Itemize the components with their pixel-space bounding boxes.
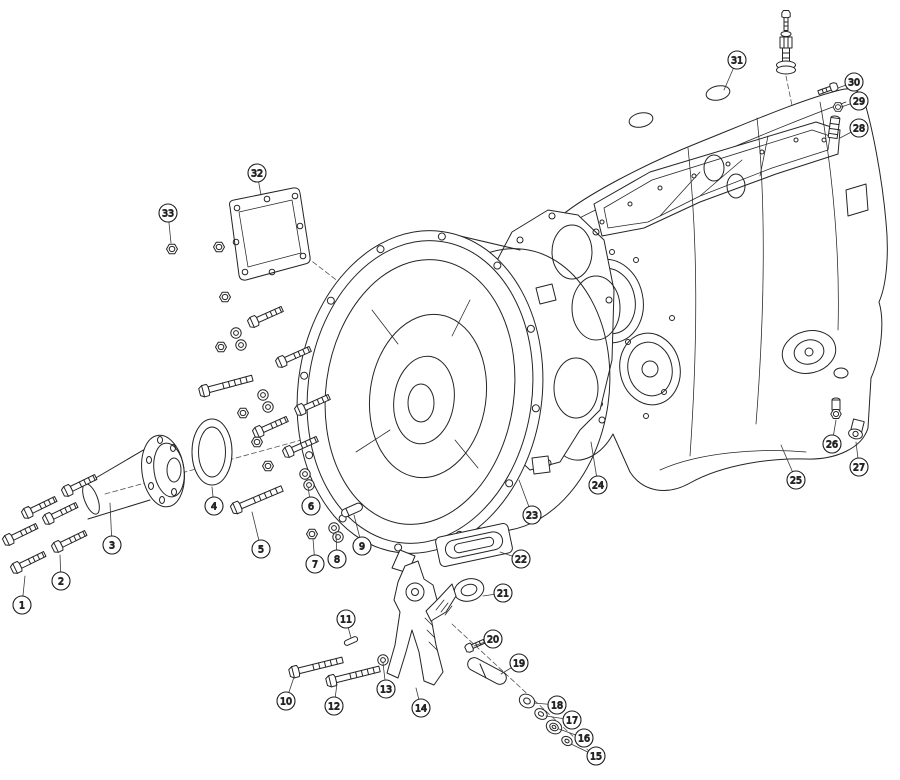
callout-label-24: 24: [592, 480, 604, 491]
callout-29: 29: [849, 91, 869, 111]
callout-label-7: 7: [312, 559, 318, 570]
callout-33: 33: [158, 203, 178, 223]
callout-15: 15: [586, 746, 606, 766]
callout-25: 25: [786, 470, 806, 490]
callout-label-18: 18: [551, 700, 563, 711]
callout-label-19: 19: [513, 658, 525, 669]
callout-label-22: 22: [515, 554, 527, 565]
callout-label-28: 28: [853, 123, 865, 134]
callout-label-11: 11: [340, 614, 352, 625]
callout-1: 1: [12, 595, 32, 615]
top-flange-bolt-holes: [599, 137, 827, 225]
hex-nut-33: [166, 243, 178, 255]
callout-label-29: 29: [853, 96, 865, 107]
callout-label-10: 10: [280, 696, 292, 707]
flange-gasket-ring: [191, 418, 233, 486]
callout-9: 9: [352, 536, 372, 556]
callout-label-4: 4: [211, 501, 217, 512]
callout-label-5: 5: [258, 544, 264, 555]
callout-22: 22: [511, 549, 531, 569]
callout-10: 10: [276, 691, 296, 711]
callout-label-15: 15: [590, 751, 602, 762]
callout-label-13: 13: [380, 684, 392, 695]
callout-label-6: 6: [308, 501, 314, 512]
bell-housing: [296, 230, 611, 574]
callout-20: 20: [483, 629, 503, 649]
callout-label-9: 9: [359, 541, 365, 552]
small-parts-chain: [467, 657, 573, 747]
callout-label-25: 25: [790, 475, 802, 486]
callout-label-23: 23: [526, 510, 538, 521]
callout-6: 6: [301, 496, 321, 516]
callout-4: 4: [204, 496, 224, 516]
callout-14: 14: [411, 698, 431, 718]
callout-17: 17: [562, 710, 582, 730]
callout-27: 27: [849, 457, 869, 477]
callout-21: 21: [493, 583, 513, 603]
callout-26: 26: [822, 434, 842, 454]
callout-23: 23: [522, 505, 542, 525]
side-plugs: [830, 397, 865, 440]
callout-5: 5: [251, 539, 271, 559]
callout-31: 31: [727, 50, 747, 70]
pto-cover-gasket: [229, 187, 311, 281]
callout-label-27: 27: [853, 462, 865, 473]
callout-24: 24: [588, 475, 608, 495]
callout-8: 8: [327, 549, 347, 569]
callout-32: 32: [247, 163, 267, 183]
callout-label-32: 32: [251, 168, 263, 179]
callout-7: 7: [305, 554, 325, 574]
cover-plate: [435, 523, 513, 567]
callout-label-8: 8: [334, 554, 340, 565]
callout-2: 2: [51, 571, 71, 591]
callout-label-33: 33: [162, 208, 174, 219]
callout-11: 11: [336, 609, 356, 629]
callout-3: 3: [102, 535, 122, 555]
callout-label-14: 14: [415, 703, 427, 714]
callout-label-30: 30: [848, 77, 860, 88]
callout-30: 30: [844, 72, 864, 92]
callout-label-2: 2: [58, 576, 64, 587]
callout-12: 12: [324, 696, 344, 716]
callout-28: 28: [849, 118, 869, 138]
main-gearbox-housing: [542, 85, 888, 491]
breather-and-top-fasteners: [776, 10, 844, 140]
callout-label-3: 3: [109, 540, 115, 551]
callout-label-1: 1: [19, 600, 25, 611]
callout-label-21: 21: [497, 588, 509, 599]
callout-16: 16: [574, 728, 594, 748]
callout-label-17: 17: [566, 715, 578, 726]
callout-19: 19: [509, 653, 529, 673]
callout-13: 13: [376, 679, 396, 699]
callout-label-20: 20: [487, 634, 499, 645]
callout-label-26: 26: [826, 439, 838, 450]
shift-fork-group: [287, 560, 487, 689]
callout-18: 18: [547, 695, 567, 715]
callout-label-31: 31: [731, 55, 743, 66]
callout-label-12: 12: [328, 701, 340, 712]
callout-label-16: 16: [578, 733, 590, 744]
